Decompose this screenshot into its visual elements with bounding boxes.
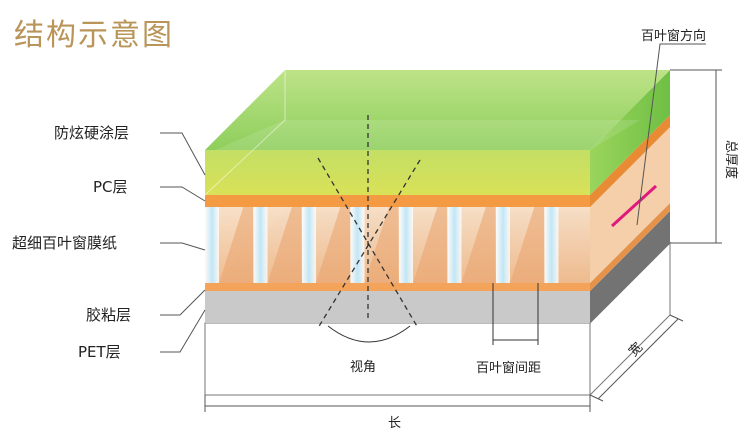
louver-direction-leader — [636, 43, 706, 226]
louver-slat — [544, 205, 559, 283]
louver-slat — [350, 205, 365, 283]
louver-pitch-bracket — [492, 283, 539, 345]
label-viewing-angle: 视角 — [350, 360, 376, 375]
label-adhesive: 胶粘层 — [86, 306, 131, 324]
label-louver-film: 超细百叶窗膜纸 — [12, 234, 117, 252]
louver-slat — [302, 205, 316, 283]
label-total-thickness: 总厚度 — [723, 140, 739, 179]
louver-cell-shade — [219, 205, 253, 283]
layer-leaders — [160, 132, 206, 353]
louver-cell-shade — [364, 205, 399, 283]
viewing-angle-lines — [317, 115, 421, 329]
label-louver-pitch: 百叶窗间距 — [476, 360, 541, 376]
hard-coat-layer — [204, 70, 670, 196]
louver-cell-shade — [267, 205, 302, 283]
louver-cell-shade — [316, 205, 350, 283]
louver-cell-shade — [413, 205, 447, 283]
louver-slat — [496, 205, 510, 283]
length-dimension — [204, 395, 591, 412]
label-hard-coat: 防炫硬涂层 — [54, 124, 129, 142]
louver-cell-shade — [510, 205, 544, 283]
label-pc: PC层 — [93, 178, 128, 196]
viewing-angle-arc — [327, 325, 411, 343]
louver-slat — [205, 205, 219, 283]
louver-cell-shade — [461, 205, 496, 283]
louver-slat — [399, 205, 413, 283]
louver-slat — [253, 205, 268, 283]
label-pet: PET层 — [78, 343, 121, 361]
width-dimension — [589, 314, 684, 402]
label-length: 长 — [388, 416, 401, 431]
louver-slat — [447, 205, 462, 283]
pc-layer — [205, 115, 670, 207]
label-louver-direction: 百叶窗方向 — [641, 28, 706, 44]
diagram-title: 结构示意图 — [14, 18, 174, 53]
total-thickness-bracket — [670, 69, 722, 244]
louver-direction-marker — [610, 184, 658, 228]
louver-lower-strip — [205, 203, 670, 291]
